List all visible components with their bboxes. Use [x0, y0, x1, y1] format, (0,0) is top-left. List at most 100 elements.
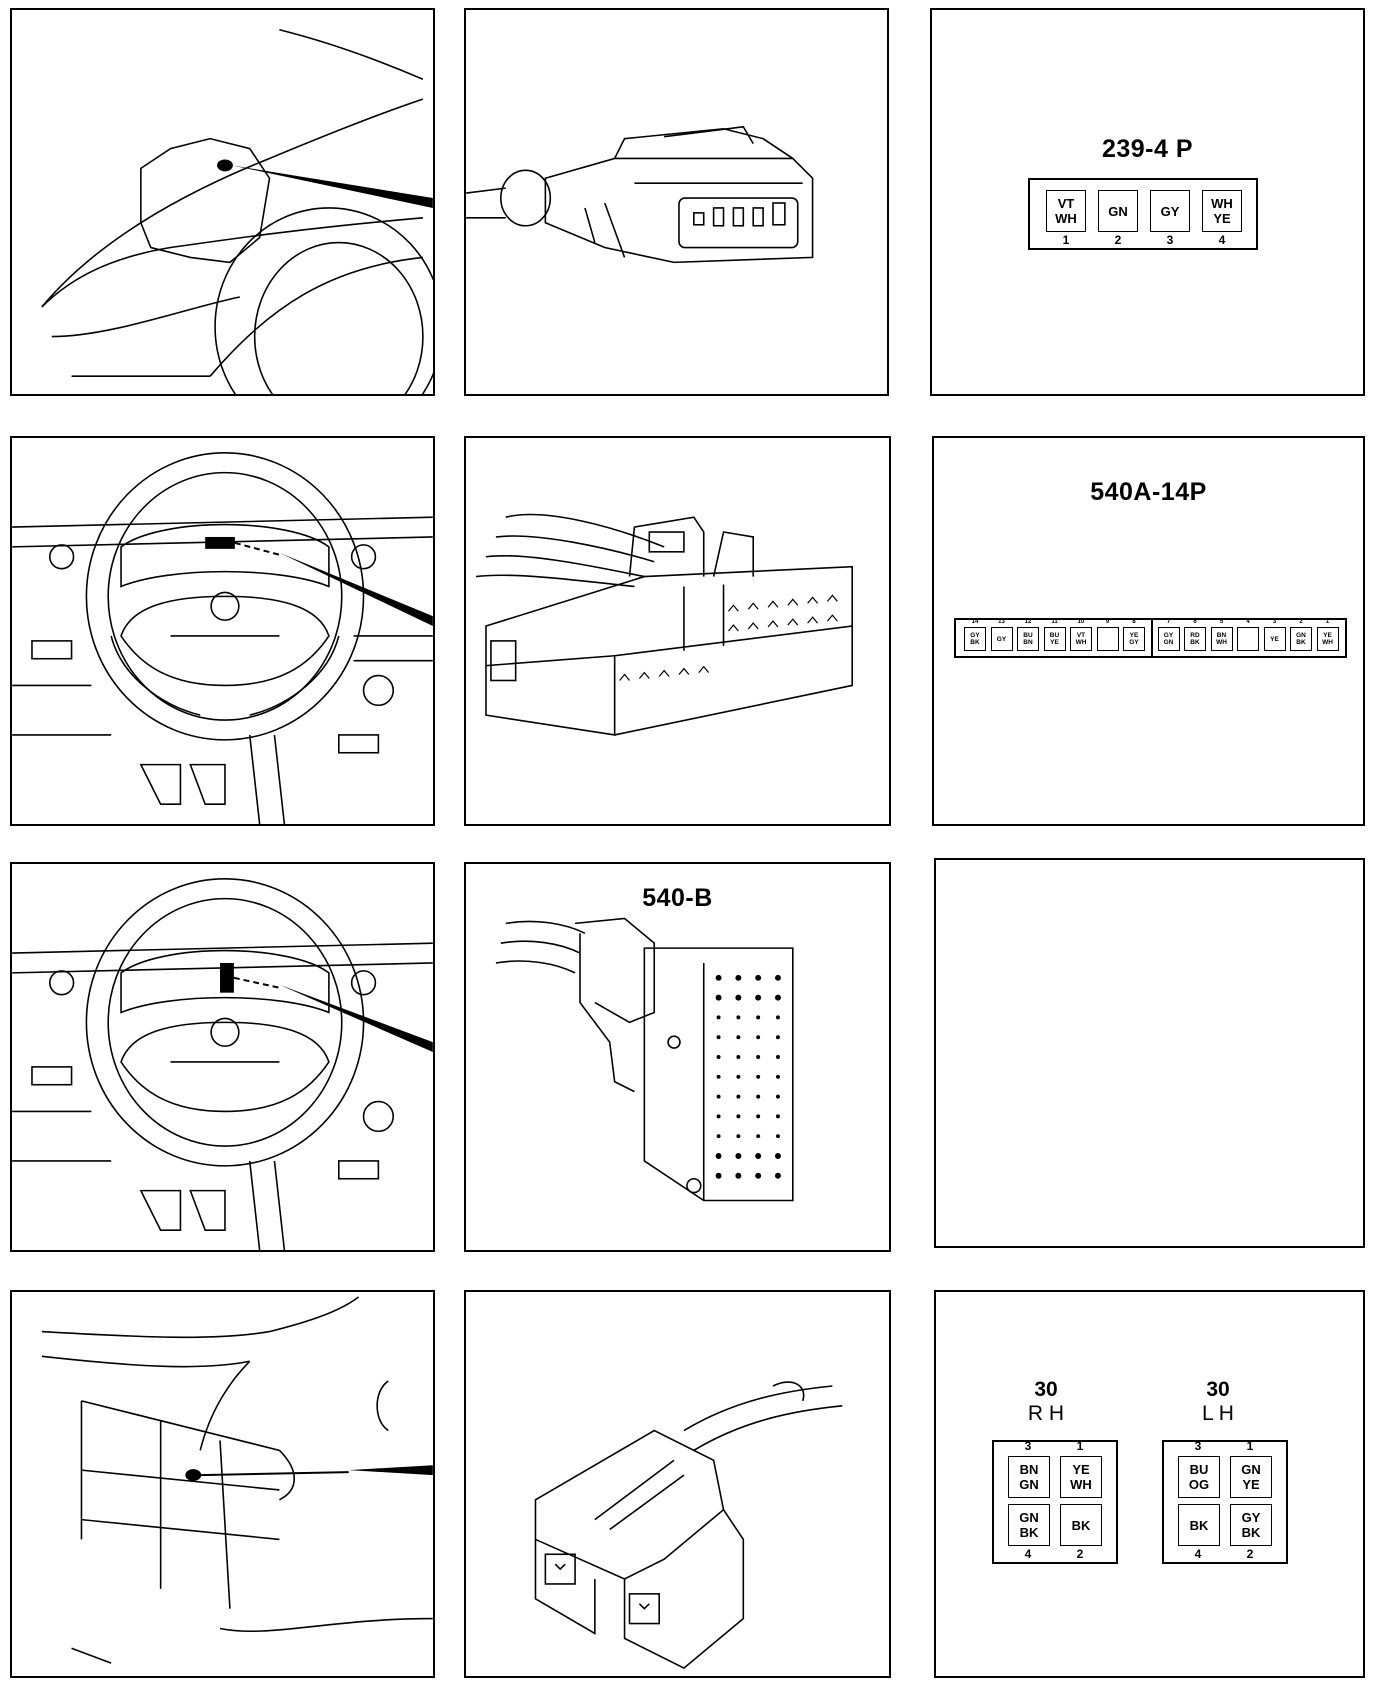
pin-color: GN — [1108, 203, 1128, 219]
connector-30-rh-housing: 3 1 BN GN YE WH GN BK BK 4 2 — [992, 1439, 1118, 1564]
pin-color: WH — [1075, 639, 1087, 646]
location-view-steering-wheel-a — [10, 436, 435, 826]
pin-number: 3 — [1272, 619, 1277, 625]
pin-30rh-3: BN GN — [1008, 1456, 1050, 1498]
pin-color: VT — [1057, 196, 1075, 211]
pinout-view-30: 30 R H 3 1 BN GN YE WH GN BK BK 4 2 30 L… — [934, 1290, 1365, 1678]
pin-30rh-1: YE WH — [1060, 1456, 1102, 1498]
pin-number: 4 — [1194, 1547, 1202, 1561]
pin-540a-4 — [1237, 627, 1259, 651]
pin-number: 13 — [998, 619, 1005, 625]
pin-540a-9 — [1096, 627, 1119, 651]
pin-number: 12 — [1024, 619, 1032, 625]
pin-540a-13: GY — [990, 627, 1013, 651]
connector-30-drawing — [534, 1381, 843, 1670]
pin-color: WH — [1211, 196, 1233, 211]
pin-number: 8 — [1132, 619, 1136, 625]
pin-color: WH — [1322, 639, 1333, 646]
pin-number: 1 — [1325, 619, 1330, 625]
pin-color: WH — [1070, 1477, 1092, 1492]
pin-number: 9 — [1105, 619, 1110, 625]
pin-color: BK — [1019, 1525, 1039, 1540]
connector-view-30 — [464, 1290, 891, 1678]
connector-540b-title: 540-B — [642, 884, 713, 912]
steering-wheel-b-drawing — [12, 878, 433, 1250]
connector-540b-drawing — [495, 917, 794, 1202]
pin-color: BK — [1190, 639, 1200, 646]
pin-color: YE — [1242, 1477, 1260, 1492]
pin-30lh-1: GN YE — [1230, 1456, 1272, 1498]
pin-number: 11 — [1051, 619, 1058, 625]
pin-color: GY — [996, 635, 1007, 643]
pin-color: BK — [970, 639, 980, 646]
pin-color: RD — [1190, 632, 1200, 639]
pin-30lh-4: BK — [1178, 1504, 1220, 1546]
pin-number: 10 — [1077, 619, 1085, 625]
connector-30-lh-housing: 3 1 BU OG GN YE BK GY BK 4 2 — [1162, 1439, 1288, 1564]
pin-color: VT — [1076, 632, 1086, 639]
pin-number: 2 — [1076, 1547, 1084, 1561]
pin-239-1: VT WH — [1046, 190, 1086, 232]
connector-239-title: 239-4 P — [1101, 135, 1194, 163]
pin-color: GN — [1019, 1477, 1039, 1492]
pin-number: 14 — [971, 619, 979, 625]
pin-239-4: WH YE — [1202, 190, 1242, 232]
pin-color: BN — [1023, 639, 1033, 646]
pin-color: GY — [970, 632, 980, 639]
pin-number: 1 — [1062, 233, 1070, 247]
housing-divider — [1150, 620, 1153, 656]
pin-number: 3 — [1024, 1439, 1032, 1453]
rear-lamp-drawing — [41, 1296, 433, 1664]
pin-color: BU — [1049, 632, 1060, 639]
pin-239-2: GN — [1098, 190, 1138, 232]
pin-color: BK — [1071, 1517, 1091, 1533]
pin-color: BK — [1241, 1525, 1261, 1540]
location-view-front-fender — [10, 8, 435, 396]
location-view-rear-lamp — [10, 1290, 435, 1678]
pin-color: YE — [1072, 1462, 1090, 1477]
pin-color: GN — [1163, 639, 1174, 646]
pin-number: 3 — [1194, 1439, 1202, 1453]
pin-number: 2 — [1246, 1547, 1254, 1561]
pin-color: GY — [1129, 639, 1139, 646]
steering-wheel-a-drawing — [12, 452, 433, 824]
connector-30-rh-number: 30 — [1034, 1378, 1058, 1401]
pin-number: 1 — [1246, 1439, 1254, 1453]
pinout-view-239: 239-4 P VT WH GN GY WH YE 1 2 3 4 — [930, 8, 1365, 396]
pin-color: GY — [1241, 1510, 1261, 1525]
pin-540a-3: YE — [1263, 627, 1286, 651]
pin-number: 4 — [1246, 619, 1250, 625]
connector-view-540b: 540-B — [464, 862, 891, 1252]
pinout-view-empty — [934, 858, 1365, 1248]
pin-30lh-3: BU OG — [1178, 1456, 1220, 1498]
pin-color: GY — [1160, 203, 1180, 219]
pin-number: 1 — [1076, 1439, 1084, 1453]
pin-30rh-2: BK — [1060, 1504, 1102, 1546]
pin-color: GN — [1241, 1462, 1261, 1477]
pin-30rh-4: GN BK — [1008, 1504, 1050, 1546]
pin-color: GN — [1019, 1510, 1039, 1525]
connector-view-540a — [464, 436, 891, 826]
pin-color: GN — [1296, 632, 1306, 639]
pin-number: 2 — [1114, 233, 1122, 247]
pin-number: 4 — [1024, 1547, 1032, 1561]
connector-30-rh-side: R H — [1027, 1402, 1065, 1425]
connector-540a-drawing — [475, 513, 853, 736]
pin-color: OG — [1188, 1477, 1210, 1492]
pin-color: YE — [1050, 639, 1059, 646]
connector-239-drawing — [466, 125, 814, 264]
pin-number: 3 — [1166, 233, 1174, 247]
pin-color: BU — [1189, 1462, 1209, 1477]
pin-color: GY — [1163, 632, 1174, 639]
front-fender-drawing — [41, 29, 433, 394]
pin-239-3: GY — [1150, 190, 1190, 232]
